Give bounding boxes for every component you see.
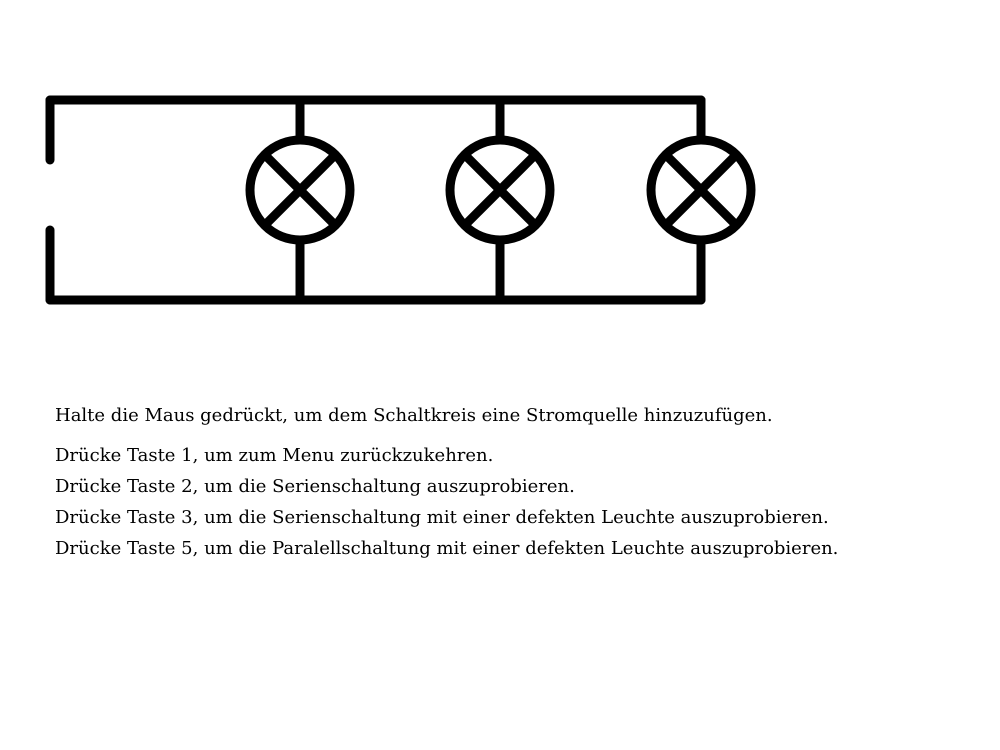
parallel-circuit-diagram[interactable] <box>0 0 1000 360</box>
instructions-panel: Halte die Maus gedrückt, um dem Schaltkr… <box>55 400 955 564</box>
instruction-hint: Halte die Maus gedrückt, um dem Schaltkr… <box>55 405 773 426</box>
lamp-1-icon <box>245 135 355 245</box>
lamp-2-icon <box>445 135 555 245</box>
instruction-key-3: Drücke Taste 3, um die Serienschaltung m… <box>55 507 829 528</box>
branch-3 <box>646 95 756 305</box>
branch-2 <box>445 95 555 305</box>
lamp-3-icon <box>646 135 756 245</box>
instruction-key-5: Drücke Taste 5, um die Paralellschaltung… <box>55 538 839 559</box>
instruction-key-2: Drücke Taste 2, um die Serienschaltung a… <box>55 476 575 497</box>
instruction-key-1: Drücke Taste 1, um zum Menu zurückzukehr… <box>55 445 494 466</box>
branch-1 <box>245 95 355 305</box>
